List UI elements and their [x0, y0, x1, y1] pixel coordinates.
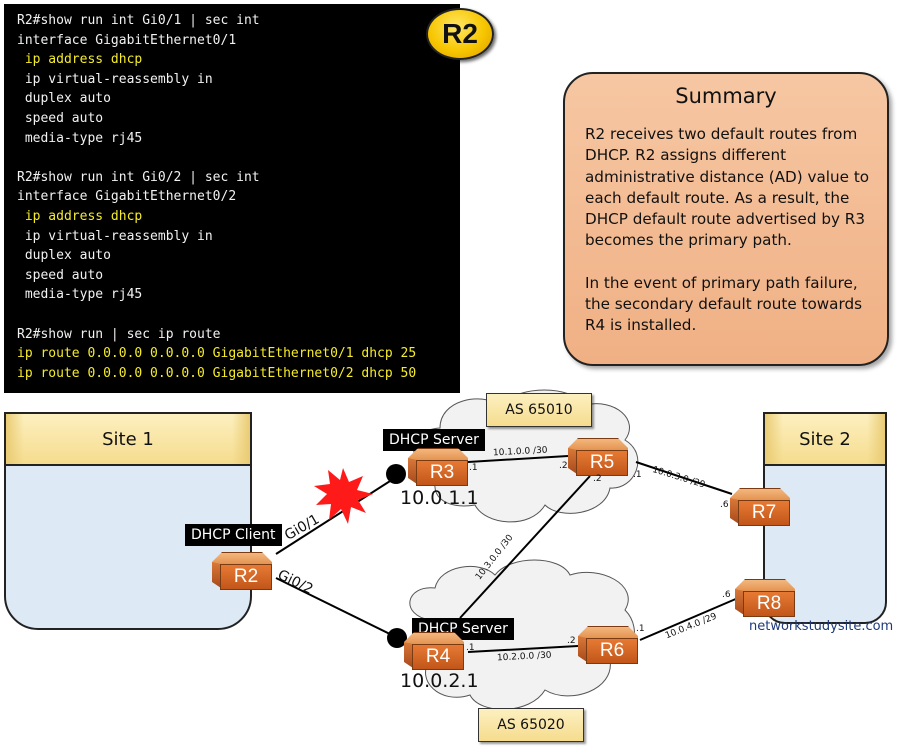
host-octet: .2 — [559, 461, 568, 471]
cli-line: R2#show run | sec ip route — [17, 326, 221, 342]
summary-body: R2 receives two default routes from DHCP… — [585, 124, 885, 358]
cli-line: ip route 0.0.0.0 0.0.0.0 GigabitEthernet… — [17, 365, 417, 381]
host-octet: .2 — [593, 474, 602, 484]
link-r4-r6 — [467, 645, 579, 653]
cli-line: ip route 0.0.0.0 0.0.0.0 GigabitEthernet… — [17, 346, 417, 362]
router-r3[interactable]: R3 — [408, 448, 468, 486]
cli-terminal: R2#show run int Gi0/1 | sec int interface… — [4, 4, 460, 393]
cli-line: ip address dhcp — [17, 208, 143, 224]
cli-line: media-type rj45 — [17, 130, 143, 146]
router-r2-label: R2 — [220, 564, 272, 590]
router-r8[interactable]: R8 — [735, 579, 795, 617]
cli-line: R2#show run int Gi0/1 | sec int — [17, 13, 260, 28]
cli-line: ip virtual-reassembly in — [17, 228, 213, 244]
host-octet: .6 — [720, 500, 729, 510]
as-65010-label: AS 65010 — [486, 393, 592, 427]
router-r4[interactable]: R4 — [404, 632, 464, 670]
router-r3-label: R3 — [416, 460, 468, 486]
site-1-title: Site 1 — [6, 414, 250, 466]
link-r3-r5 — [467, 455, 569, 463]
host-octet: .6 — [722, 590, 731, 600]
summary-paragraph: In the event of primary path failure, th… — [585, 273, 863, 335]
failure-star-icon — [314, 468, 373, 524]
link-r6-r8 — [639, 597, 739, 641]
cli-line: R2#show run int Gi0/2 | sec int — [17, 169, 260, 185]
host-octet: .1 — [466, 643, 475, 653]
router-r4-label: R4 — [412, 644, 464, 670]
cli-line: ip address dhcp — [17, 52, 143, 68]
host-octet: .2 — [567, 636, 576, 646]
cli-line: media-type rj45 — [17, 287, 143, 303]
summary-box: Summary R2 receives two default routes f… — [563, 72, 889, 366]
router-r6-label: R6 — [586, 638, 638, 664]
r2-badge: R2 — [426, 8, 494, 60]
summary-title: Summary — [675, 84, 777, 108]
site-2-title: Site 2 — [765, 414, 885, 466]
cli-line: interface GigabitEthernet0/1 — [17, 32, 237, 48]
dhcp-server-tag-r3: DHCP Server — [383, 429, 485, 451]
r4-ip-address: 10.0.2.1 — [400, 670, 479, 692]
link-r2-r4 — [275, 577, 399, 639]
summary-paragraph: R2 receives two default routes from DHCP… — [585, 125, 870, 250]
router-r8-label: R8 — [743, 591, 795, 617]
r3-ip-address: 10.0.1.1 — [400, 487, 479, 509]
router-r2[interactable]: R2 — [212, 552, 272, 590]
dhcp-client-tag: DHCP Client — [185, 524, 282, 546]
watermark: networkstudysite.com — [749, 619, 894, 634]
host-octet: .1 — [469, 463, 478, 473]
router-r7-label: R7 — [738, 500, 790, 526]
r3-interface-dot — [386, 464, 406, 484]
cli-line: interface GigabitEthernet0/2 — [17, 189, 237, 205]
r4-interface-dot — [387, 628, 407, 648]
cli-output: R2#show run int Gi0/1 | sec int interface… — [17, 11, 416, 383]
router-r5-label: R5 — [576, 450, 628, 476]
cli-line: speed auto — [17, 267, 104, 283]
cli-line: speed auto — [17, 110, 104, 126]
cli-line: ip virtual-reassembly in — [17, 71, 213, 87]
cli-line: duplex auto — [17, 248, 111, 264]
link-r5-r4 — [459, 475, 591, 619]
cli-line: duplex auto — [17, 91, 111, 107]
router-r7[interactable]: R7 — [730, 488, 790, 526]
host-octet: .1 — [636, 624, 645, 634]
as-65020-label: AS 65020 — [478, 708, 584, 742]
link-r2-r3 — [275, 475, 399, 555]
host-octet: .1 — [633, 470, 642, 480]
link-r5-r7 — [635, 461, 733, 495]
router-r6[interactable]: R6 — [578, 626, 638, 664]
site-1: Site 1 — [4, 412, 252, 630]
router-r5[interactable]: R5 — [568, 438, 628, 476]
